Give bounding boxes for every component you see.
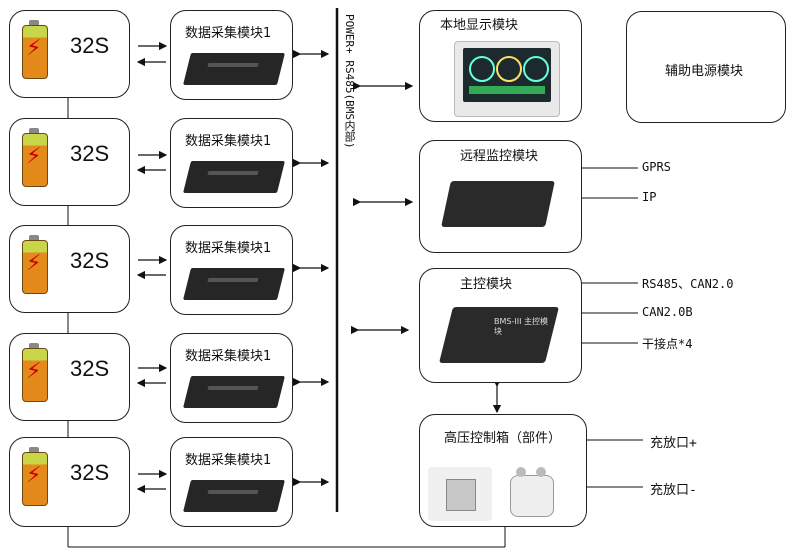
port-charge-plus: 充放口+ [650, 436, 697, 451]
dau-device-image [183, 53, 285, 85]
master-module-box: 主控模块 BMS-III 主控模块 [419, 268, 582, 383]
remote-module-box: 远程监控模块 [419, 140, 582, 253]
hv-box: 高压控制箱（部件） [419, 414, 587, 527]
bus-label: POWER+ RS485(BMS内部) [343, 14, 356, 149]
dau-label: 数据采集模块1 [185, 349, 272, 364]
battery-label: 32S [70, 248, 110, 273]
battery-label: 32S [70, 141, 110, 166]
port-charge-minus: 充放口- [650, 483, 697, 498]
hv-box-label: 高压控制箱（部件） [444, 431, 562, 446]
contactor-image [502, 465, 564, 521]
battery-box: ⚡ 32S [9, 10, 130, 98]
dau-box: 数据采集模块1 [170, 437, 293, 527]
dau-label: 数据采集模块1 [185, 134, 272, 149]
dau-label: 数据采集模块1 [185, 453, 272, 468]
shunt-image [428, 467, 492, 521]
battery-box: ⚡ 32S [9, 118, 130, 206]
master-module-label: 主控模块 [460, 277, 513, 292]
master-device-image: BMS-III 主控模块 [439, 307, 559, 363]
master-device-caption: BMS-III 主控模块 [493, 317, 548, 336]
remote-module-label: 远程监控模块 [460, 149, 539, 164]
dau-device-image [183, 268, 285, 300]
battery-label: 32S [70, 33, 110, 58]
dau-box: 数据采集模块1 [170, 118, 293, 208]
port-gprs: GPRS [642, 160, 671, 174]
dau-label: 数据采集模块1 [185, 26, 272, 41]
port-rs485-can: RS485、CAN2.0 [642, 277, 734, 291]
dau-box: 数据采集模块1 [170, 333, 293, 423]
dau-box: 数据采集模块1 [170, 225, 293, 315]
dau-label: 数据采集模块1 [185, 241, 272, 256]
battery-icon: ⚡ [22, 343, 48, 402]
battery-icon: ⚡ [22, 20, 48, 79]
aux-power-module-box: 辅助电源模块 [626, 11, 786, 123]
touch-screen-image [454, 41, 560, 117]
battery-icon: ⚡ [22, 235, 48, 294]
display-module-label: 本地显示模块 [440, 18, 519, 33]
battery-box: ⚡ 32S [9, 333, 130, 421]
remote-device-image [441, 181, 555, 227]
dau-device-image [183, 376, 285, 408]
battery-box: ⚡ 32S [9, 437, 130, 527]
port-dry-contact: 干接点*4 [642, 337, 693, 351]
dau-box: 数据采集模块1 [170, 10, 293, 100]
battery-icon: ⚡ [22, 447, 48, 506]
battery-label: 32S [70, 356, 110, 381]
port-ip: IP [642, 190, 657, 204]
aux-power-module-label: 辅助电源模块 [665, 64, 744, 79]
battery-box: ⚡ 32S [9, 225, 130, 313]
battery-icon: ⚡ [22, 128, 48, 187]
dau-device-image [183, 161, 285, 193]
battery-label: 32S [70, 460, 110, 485]
port-can20b: CAN2.0B [642, 305, 693, 319]
dau-device-image [183, 480, 285, 512]
display-module-box: 本地显示模块 [419, 10, 582, 122]
